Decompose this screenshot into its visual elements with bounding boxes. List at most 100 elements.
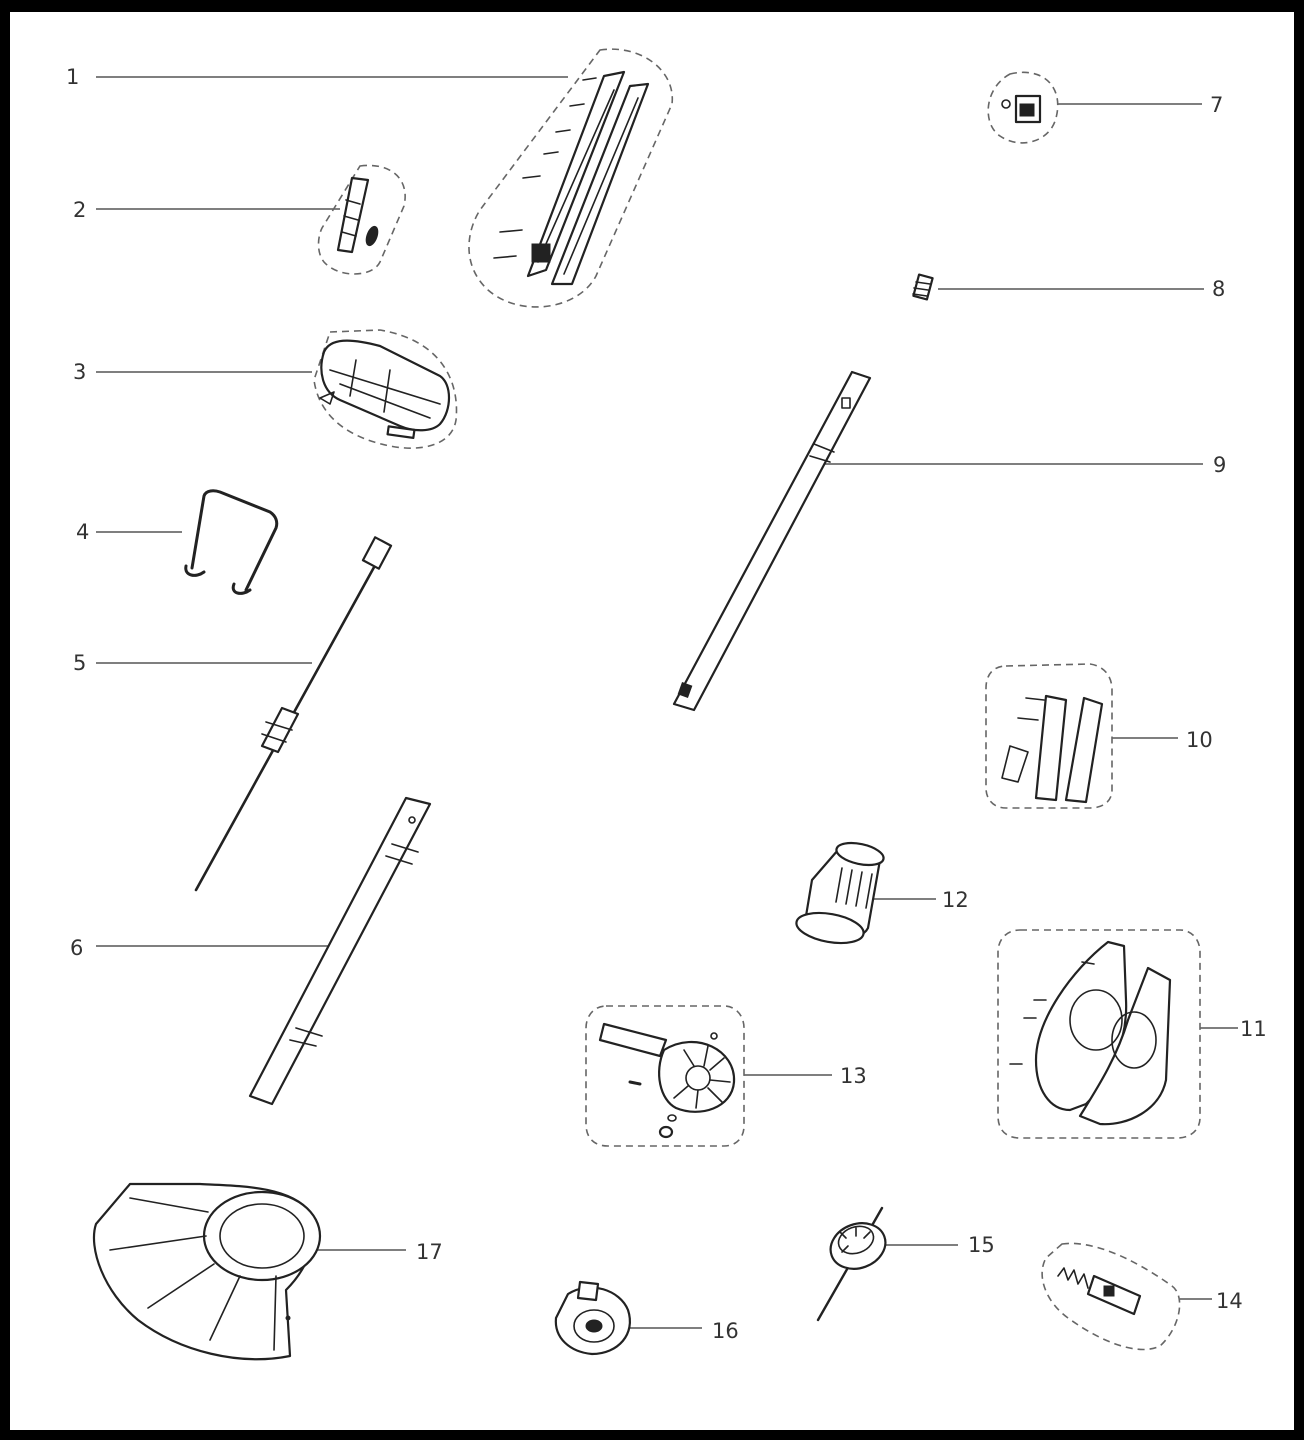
clamp-half-right [1064, 696, 1104, 804]
callout-label-9: 9 [1213, 453, 1226, 477]
callout-10: 10 [1112, 728, 1213, 752]
guard-ribs [109, 1197, 277, 1351]
lower-tube-body [248, 796, 432, 1106]
callout-11: 11 [1200, 1017, 1267, 1041]
upper-tube-slot [841, 397, 851, 409]
handle-half-right [550, 82, 650, 286]
guard-hub-ring [202, 1190, 322, 1282]
spool-cover-center [585, 1319, 603, 1333]
group-outline-13 [585, 1005, 745, 1147]
lower-tube-rings [289, 843, 419, 1047]
clamp-screws [1017, 697, 1045, 721]
button-spring [1057, 1267, 1089, 1289]
fan-small-washer [667, 1114, 677, 1122]
part-16-spool-cover [554, 1280, 631, 1356]
group-outline-2 [317, 164, 406, 275]
clamp-insert [1001, 745, 1029, 783]
callout-9: 9 [822, 453, 1226, 477]
part-3-front-handle [313, 329, 458, 449]
group-outline-1 [468, 48, 673, 308]
callout-label-2: 2 [73, 198, 86, 222]
part-4-edge-guard [184, 489, 279, 595]
edge-guard-hooks [184, 564, 252, 595]
callout-label-16: 16 [712, 1319, 739, 1343]
callout-15: 15 [884, 1233, 995, 1257]
group-outline-7 [987, 71, 1059, 144]
callout-label-7: 7 [1210, 93, 1223, 117]
spring-body [912, 273, 934, 301]
callout-label-10: 10 [1186, 728, 1213, 752]
spool-body [829, 1222, 887, 1270]
callout-4: 4 [76, 520, 182, 544]
switch-contacts [341, 199, 361, 237]
fan-bearing [658, 1125, 674, 1139]
housing-left-cavity [1069, 989, 1123, 1051]
part-9-upper-tube [672, 370, 872, 712]
callout-label-5: 5 [73, 651, 86, 675]
part-8-spring [912, 273, 934, 301]
callout-1: 1 [66, 65, 568, 89]
part-7-clip [987, 71, 1059, 144]
motor-top [835, 841, 885, 867]
spool-top [837, 1225, 875, 1255]
lower-tube-hole [408, 816, 416, 824]
callout-3: 3 [73, 360, 312, 384]
spool-cover-ring [573, 1309, 615, 1343]
handle-trigger-block [531, 243, 551, 263]
cable-coil [261, 721, 293, 743]
callout-label-8: 8 [1212, 277, 1225, 301]
part-5-cable [194, 536, 393, 892]
motor-base [795, 911, 865, 945]
switch-body [336, 176, 370, 254]
upper-tube-body [672, 370, 872, 712]
button-catch [1103, 1285, 1115, 1297]
guard-mark [285, 1315, 291, 1321]
front-handle-knob [319, 391, 335, 405]
motor-fins [835, 867, 873, 909]
front-handle-ribs [329, 359, 441, 419]
callout-label-6: 6 [70, 936, 83, 960]
callout-label-4: 4 [76, 520, 89, 544]
callout-12: 12 [872, 888, 969, 912]
clip-insert [1019, 103, 1035, 117]
callout-label-15: 15 [968, 1233, 995, 1257]
callout-label-17: 17 [416, 1240, 443, 1264]
spring-coils [912, 281, 931, 297]
handle-grip-lines [537, 89, 639, 275]
part-17-guard [92, 1182, 322, 1361]
fan-shaft-part [598, 1022, 668, 1058]
group-outline-14 [1041, 1242, 1181, 1351]
part-11-motor-housing [997, 929, 1201, 1139]
group-outline-3 [313, 329, 458, 449]
part-1-handle-housing [468, 48, 673, 308]
callout-8: 8 [938, 277, 1225, 301]
group-outline-10 [985, 663, 1113, 809]
part-2-switch [317, 164, 406, 275]
fan-screw [628, 1080, 642, 1086]
clip-washer [1001, 99, 1011, 109]
callout-2: 2 [73, 198, 340, 222]
fan-washer [710, 1032, 718, 1040]
part-14-release-button [1041, 1242, 1181, 1351]
callout-label-14: 14 [1216, 1289, 1243, 1313]
cable-strain-relief [260, 706, 300, 754]
part-15-spool [816, 1206, 887, 1322]
upper-tube-lock [677, 682, 693, 698]
front-handle-body [320, 339, 451, 432]
callout-label-1: 1 [66, 65, 79, 89]
callout-16: 16 [622, 1319, 739, 1343]
group-outline-11 [997, 929, 1201, 1139]
callout-label-13: 13 [840, 1064, 867, 1088]
front-handle-bolt [386, 425, 416, 440]
guard-hub-inner [219, 1203, 305, 1269]
callout-label-3: 3 [73, 360, 86, 384]
part-13-fan-assembly [585, 1005, 745, 1147]
part-6-lower-tube [248, 796, 432, 1106]
callout-5: 5 [73, 651, 312, 675]
spool-teeth [839, 1227, 871, 1253]
callout-17: 17 [312, 1240, 443, 1264]
callout-6: 6 [70, 936, 330, 960]
fan-blades [673, 1045, 731, 1109]
clamp-half-left [1034, 694, 1068, 802]
part-12-motor [795, 841, 885, 945]
